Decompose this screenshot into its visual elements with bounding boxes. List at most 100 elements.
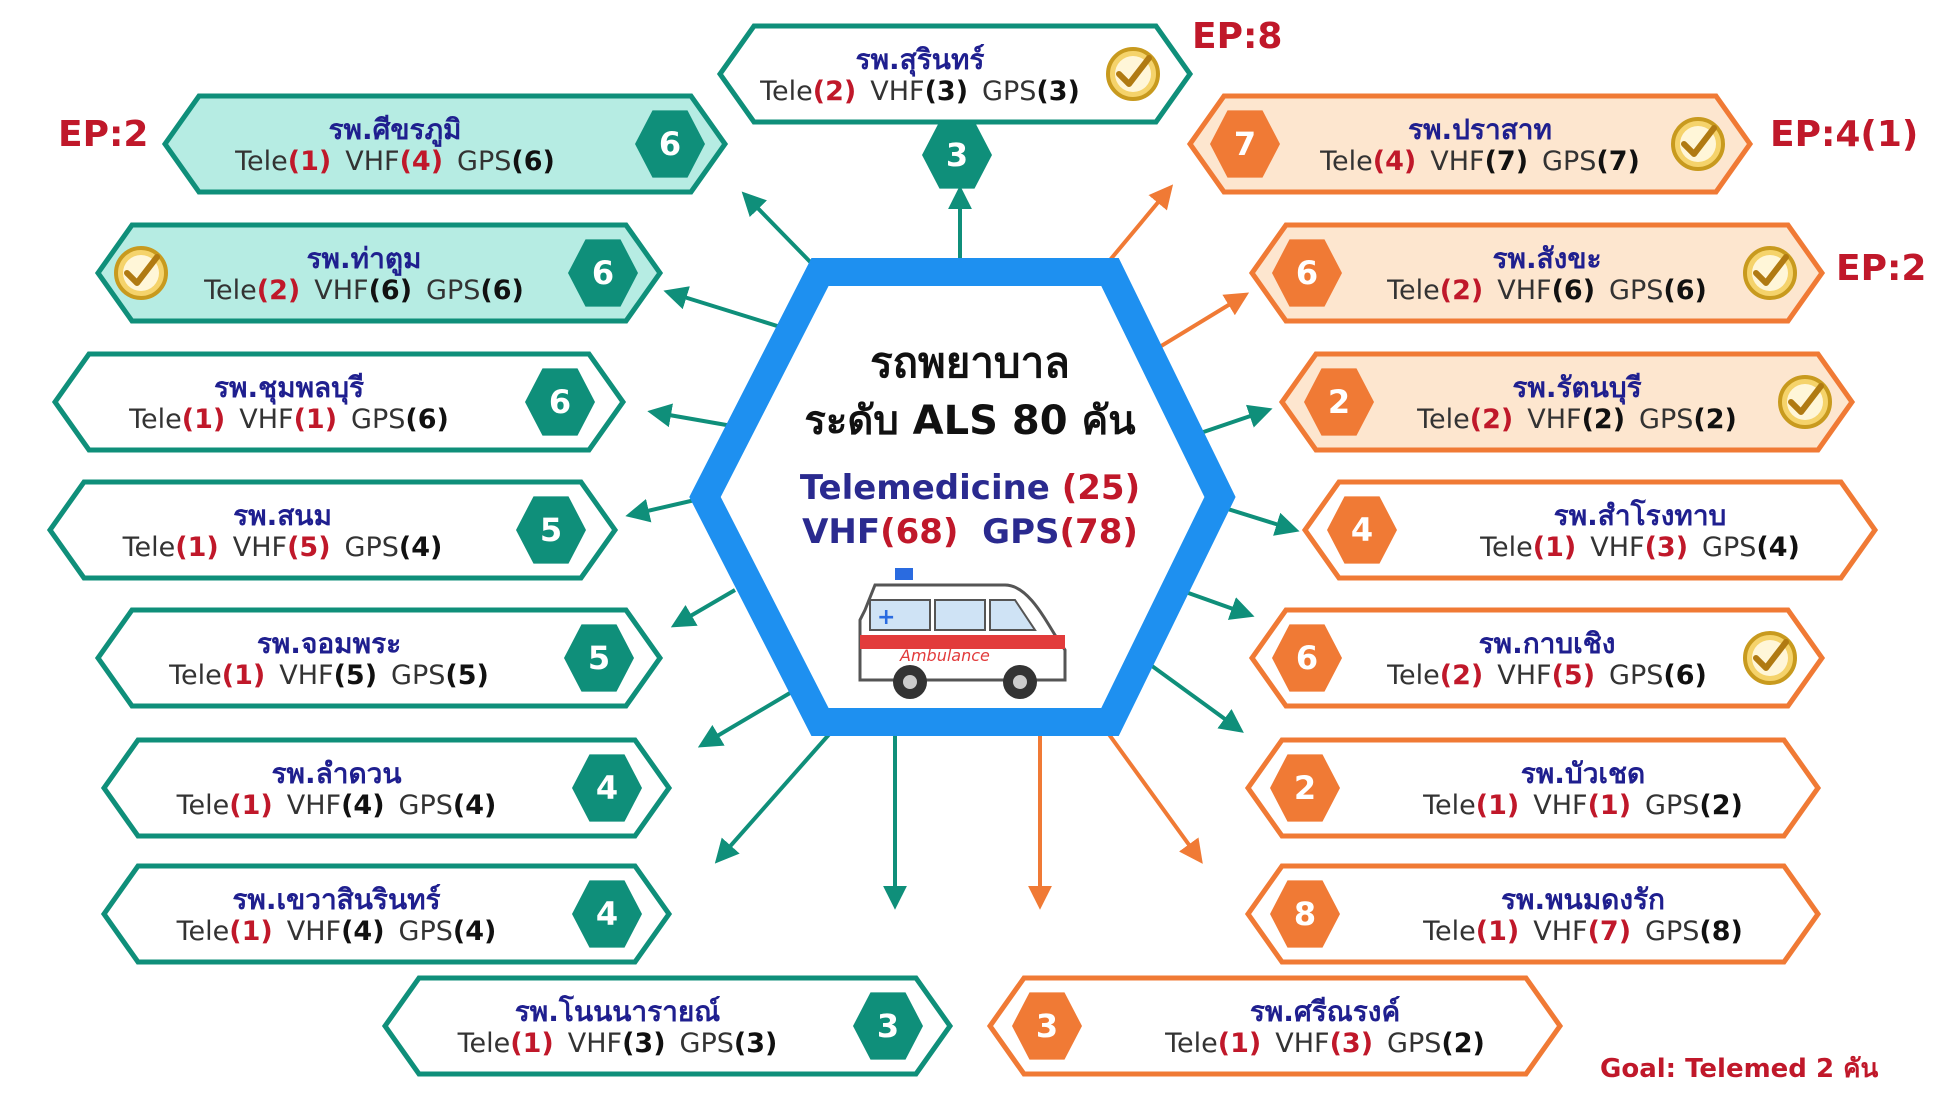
vhf-value: (1)	[1587, 790, 1632, 821]
ambulance-count-badge: 6	[568, 239, 638, 307]
hospital-stats: Tele(1)VHF(7)GPS(8)	[1248, 916, 1818, 947]
vhf-value: (6)	[368, 275, 413, 306]
hospital-stats: Tele(2) VHF(3) GPS(3)	[720, 76, 1190, 107]
hospital-stats: Tele(1)VHF(1)GPS(2)	[1248, 790, 1818, 821]
tele-count: Tele(1)	[457, 1028, 554, 1059]
connector-arrow-16	[1098, 720, 1203, 864]
hospital-stats: Tele(1)VHF(5)GPS(5)	[98, 660, 660, 691]
vhf-value: (7)	[1587, 916, 1632, 947]
gps-value: (3)	[733, 1028, 778, 1059]
vhf-count: VHF(3)	[1275, 1028, 1374, 1059]
ambulance-icon: +	[858, 568, 1067, 699]
tele-value: (1)	[1475, 790, 1520, 821]
tele-value: (1)	[1532, 532, 1577, 563]
hospital-stats: Tele(1)VHF(1)GPS(6)	[55, 404, 623, 435]
gps-count: GPS(6)	[426, 275, 524, 306]
center-vhf-gps: VHF(68) GPS(78)	[760, 512, 1180, 552]
gps-count: GPS(7)	[1542, 146, 1640, 177]
gps-value: (4)	[452, 790, 497, 821]
gps-value: (6)	[1663, 275, 1707, 306]
hospital-card-rattanaburi: รพ.รัตนบุรีTele(2)VHF(2)GPS(2)2	[1282, 354, 1852, 450]
checkmark-icon	[1671, 117, 1725, 171]
gps-value: (4)	[1756, 532, 1800, 563]
ambulance-count-badge: 4	[572, 754, 642, 822]
checkmark-icon	[1743, 246, 1797, 300]
goal-note: Goal: Telemed 2 คัน	[1600, 1054, 1879, 1084]
tele-total: (25)	[1061, 468, 1141, 508]
hospital-name: รพ.กาบเชิง	[1478, 627, 1616, 660]
hospital-stats: Tele(2)VHF(6)GPS(6)	[1252, 275, 1822, 306]
hospital-card-nonnarai: รพ.โนนนารายณ์Tele(1)VHF(3)GPS(3)3	[385, 978, 950, 1074]
hospital-name: รพ.ลำดวน	[271, 757, 402, 790]
gps-value: (8)	[1699, 916, 1743, 947]
vhf-count: VHF(5)	[232, 532, 331, 563]
tele-count: Tele(1)	[122, 532, 219, 563]
tele-count: Tele(2)	[760, 76, 857, 107]
tele-value: (1)	[1217, 1028, 1262, 1059]
card-outline-khwaosinarin	[100, 863, 673, 965]
gps-value: (6)	[511, 146, 555, 177]
ambulance-count-badge: 5	[516, 496, 586, 564]
hospital-name: รพ.พนมดงรัก	[1500, 883, 1666, 916]
hospital-card-sikhoraphum: รพ.ศีขรภูมิTele(1)VHF(4)GPS(6)6	[165, 96, 725, 192]
tele-value: (2)	[1469, 404, 1514, 435]
vhf-count: VHF(3)	[870, 76, 969, 107]
hospital-stats: Tele(2)VHF(6)GPS(6)	[98, 275, 660, 306]
svg-text:+: +	[877, 605, 895, 630]
vhf-value: (5)	[1551, 660, 1596, 691]
tele-count: Tele(1)	[1423, 790, 1520, 821]
gps-value: (6)	[405, 404, 449, 435]
tele-value: (1)	[221, 660, 266, 691]
hospital-name: รพ.ท่าตูม	[306, 242, 422, 275]
center-hexagon	[689, 258, 1236, 736]
tele-value: (1)	[229, 790, 273, 821]
tele-value: (1)	[287, 146, 332, 177]
hospital-stats: Tele(2)VHF(2)GPS(2)	[1282, 404, 1852, 435]
gps-value: (5)	[445, 660, 489, 691]
hospital-name: รพ.เขวาสินรินทร์	[232, 883, 441, 916]
tele-count: Tele(2)	[1417, 404, 1514, 435]
gps-value: (2)	[1699, 790, 1743, 821]
tele-value: (1)	[1475, 916, 1520, 947]
tele-value: (2)	[256, 275, 301, 306]
connector-arrow-3	[663, 286, 791, 332]
tele-count: Tele(1)	[235, 146, 332, 177]
card-outline-nonnarai	[381, 975, 954, 1077]
hospital-name: รพ.โนนนารายณ์	[514, 995, 721, 1028]
gps-count: GPS(3)	[679, 1028, 778, 1059]
card-outline-chumphonburi	[51, 351, 627, 453]
vhf-count: VHF(6)	[1497, 275, 1596, 306]
vhf-value: (4)	[399, 146, 444, 177]
card-outline-kapchoeng	[1248, 607, 1826, 709]
vhf-value: (3)	[1644, 532, 1689, 563]
hospital-name: รพ.รัตนบุรี	[1512, 371, 1642, 404]
gps-value: (2)	[1693, 404, 1737, 435]
tele-count: Tele(1)	[1423, 916, 1520, 947]
connector-arrow-8	[714, 720, 842, 864]
tele-count: Tele(1)	[169, 660, 266, 691]
card-outline-phanomdongrak	[1244, 863, 1822, 965]
hospital-name: รพ.สุรินทร์	[855, 43, 985, 76]
tele-value: (2)	[1439, 660, 1484, 691]
vhf-count: VHF(4)	[286, 790, 385, 821]
checkmark-icon	[1743, 631, 1797, 685]
card-outline-surin	[716, 23, 1194, 125]
hospital-name: รพ.บัวเชด	[1520, 757, 1646, 790]
tele-value: (2)	[1439, 275, 1484, 306]
tele-count: Tele(1)	[1480, 532, 1577, 563]
vhf-count: VHF(4)	[345, 146, 444, 177]
card-outline-samrongthap	[1301, 479, 1879, 581]
card-outline-prasat	[1186, 93, 1754, 195]
vhf-count: VHF(4)	[286, 916, 385, 947]
gps-count: GPS(3)	[982, 76, 1080, 107]
hospital-stats: Tele(1)VHF(4)GPS(6)	[165, 146, 725, 177]
hospital-stats: Tele(1)VHF(3)GPS(2)	[990, 1028, 1560, 1059]
gps-count: GPS(6)	[1609, 660, 1707, 691]
checkmark-icon	[1106, 47, 1160, 101]
tele-value: (1)	[510, 1028, 554, 1059]
